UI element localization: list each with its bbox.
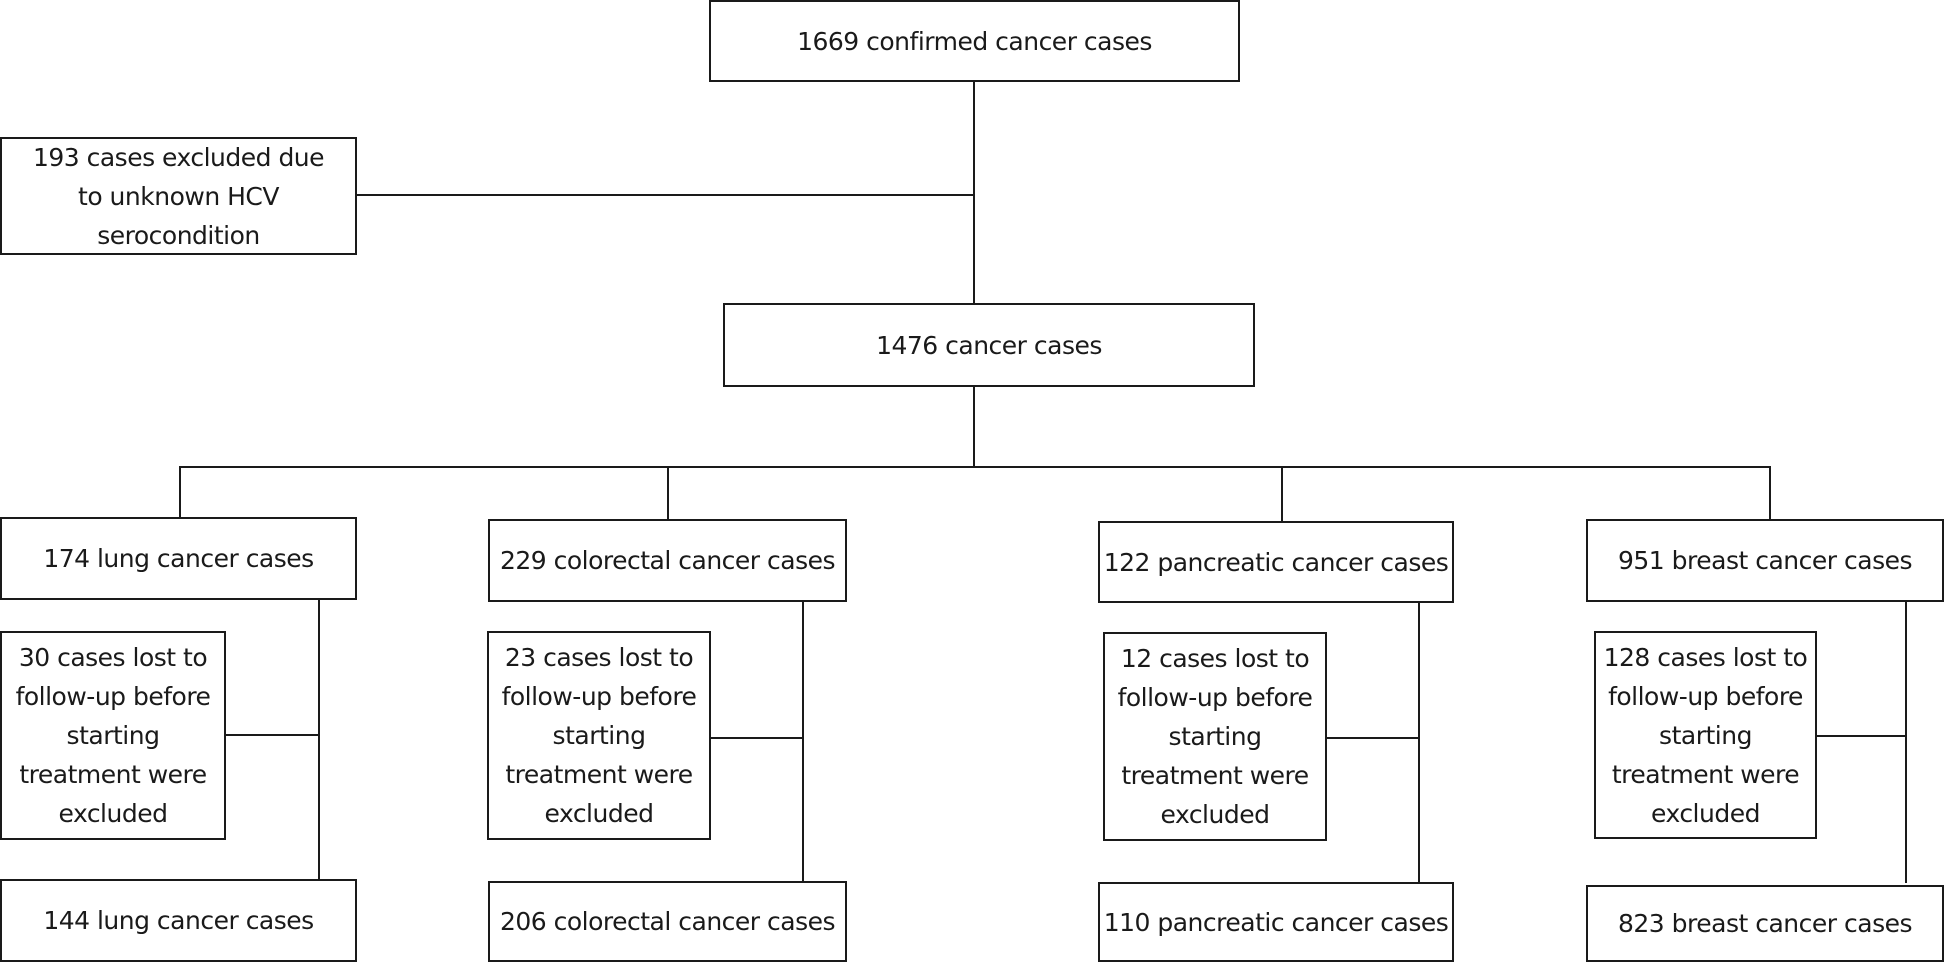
box-lung-initial-text: 174 lung cancer cases — [43, 544, 314, 573]
box-breast-final: 823 breast cancer cases — [1586, 885, 1944, 962]
connector-branch-lung — [179, 466, 181, 519]
box-cancer-cases: 1476 cancer cases — [723, 303, 1255, 387]
connector-branch-pancreatic — [1281, 466, 1283, 523]
box-lung-lost-text: 30 cases lost to follow-up before starti… — [15, 643, 211, 828]
box-colorectal-lost-text: 23 cases lost to follow-up before starti… — [501, 643, 697, 828]
box-pancreatic-final: 110 pancreatic cancer cases — [1098, 882, 1454, 962]
box-breast-initial: 951 breast cancer cases — [1586, 519, 1944, 602]
box-pancreatic-final-text: 110 pancreatic cancer cases — [1103, 907, 1449, 937]
box-lung-final-text: 144 lung cancer cases — [43, 906, 314, 935]
box-pancreatic-initial: 122 pancreatic cancer cases — [1098, 521, 1454, 603]
connector-lung-stem — [318, 598, 320, 881]
box-excluded-hcv-text: 193 cases excluded due to unknown HCV se… — [32, 142, 325, 250]
box-confirmed-cases: 1669 confirmed cancer cases — [709, 0, 1240, 82]
connector-colorectal-stem — [802, 600, 804, 883]
box-excluded-hcv: 193 cases excluded due to unknown HCV se… — [0, 137, 357, 255]
connector-branch-colorectal — [667, 466, 669, 521]
connector-breast-stem — [1905, 600, 1907, 883]
box-colorectal-lost: 23 cases lost to follow-up before starti… — [487, 631, 711, 840]
box-pancreatic-lost-text: 12 cases lost to follow-up before starti… — [1117, 644, 1313, 829]
box-lung-initial: 174 lung cancer cases — [0, 517, 357, 600]
box-pancreatic-lost: 12 cases lost to follow-up before starti… — [1103, 632, 1327, 841]
box-colorectal-initial-text: 229 colorectal cancer cases — [499, 546, 836, 575]
box-breast-final-text: 823 breast cancer cases — [1618, 909, 1913, 938]
box-cancer-cases-text: 1476 cancer cases — [876, 330, 1102, 360]
connector-breast-exclusion — [1815, 735, 1907, 737]
connector-middle-down — [973, 385, 975, 468]
box-pancreatic-initial-text: 122 pancreatic cancer cases — [1103, 547, 1449, 577]
box-lung-lost: 30 cases lost to follow-up before starti… — [0, 631, 226, 840]
box-breast-initial-text: 951 breast cancer cases — [1618, 546, 1913, 575]
connector-exclusion — [355, 194, 975, 196]
box-colorectal-final: 206 colorectal cancer cases — [488, 881, 847, 962]
connector-colorectal-exclusion — [709, 737, 804, 739]
box-colorectal-initial: 229 colorectal cancer cases — [488, 519, 847, 602]
box-breast-lost-text: 128 cases lost to follow-up before start… — [1603, 642, 1808, 828]
connector-lung-exclusion — [224, 734, 320, 736]
connector-pancreatic-stem — [1418, 601, 1420, 884]
box-confirmed-cases-text: 1669 confirmed cancer cases — [797, 26, 1152, 56]
connector-pancreatic-exclusion — [1325, 737, 1420, 739]
box-breast-lost: 128 cases lost to follow-up before start… — [1594, 631, 1817, 839]
box-lung-final: 144 lung cancer cases — [0, 879, 357, 962]
box-colorectal-final-text: 206 colorectal cancer cases — [499, 907, 836, 936]
connector-branch-breast — [1769, 466, 1771, 521]
connector-branch-bar — [179, 466, 1771, 468]
connector-top-to-middle — [973, 80, 975, 303]
